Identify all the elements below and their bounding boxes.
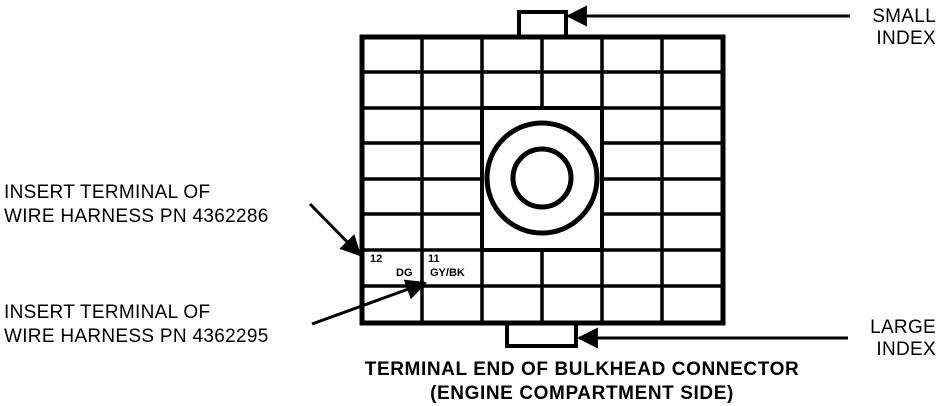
terminal-12-number: 12	[370, 253, 382, 265]
insert-terminal-11-arrow	[311, 279, 427, 326]
small-index-label-line2: INDEX	[876, 28, 936, 49]
center-hub-inner-ring	[510, 146, 574, 210]
caption-line2: (ENGINE COMPARTMENT SIDE)	[430, 383, 734, 404]
insert-terminal-12-arrow	[308, 202, 362, 257]
large-index-label-line1: LARGE	[870, 317, 936, 338]
insert-terminal-a-line1: INSERT TERMINAL OF	[4, 182, 210, 203]
insert-terminal-a-line2: WIRE HARNESS PN 4362286	[4, 206, 269, 227]
small-index-tab	[517, 10, 568, 40]
large-index-label-line2: INDEX	[876, 339, 936, 360]
insert-terminal-b-line2: WIRE HARNESS PN 4362295	[4, 326, 269, 347]
terminal-12-color: DG	[396, 267, 413, 279]
terminal-11-number: 11	[428, 253, 440, 265]
insert-terminal-b-line1: INSERT TERMINAL OF	[4, 302, 210, 323]
center-hub-outer-ring	[484, 120, 600, 236]
large-index-tab	[505, 320, 578, 348]
terminal-11-color: GY/BK	[430, 267, 465, 279]
small-index-label-line1: SMALL	[872, 6, 936, 27]
caption-line1: TERMINAL END OF BULKHEAD CONNECTOR	[365, 359, 800, 380]
center-hub-frame	[480, 106, 604, 252]
